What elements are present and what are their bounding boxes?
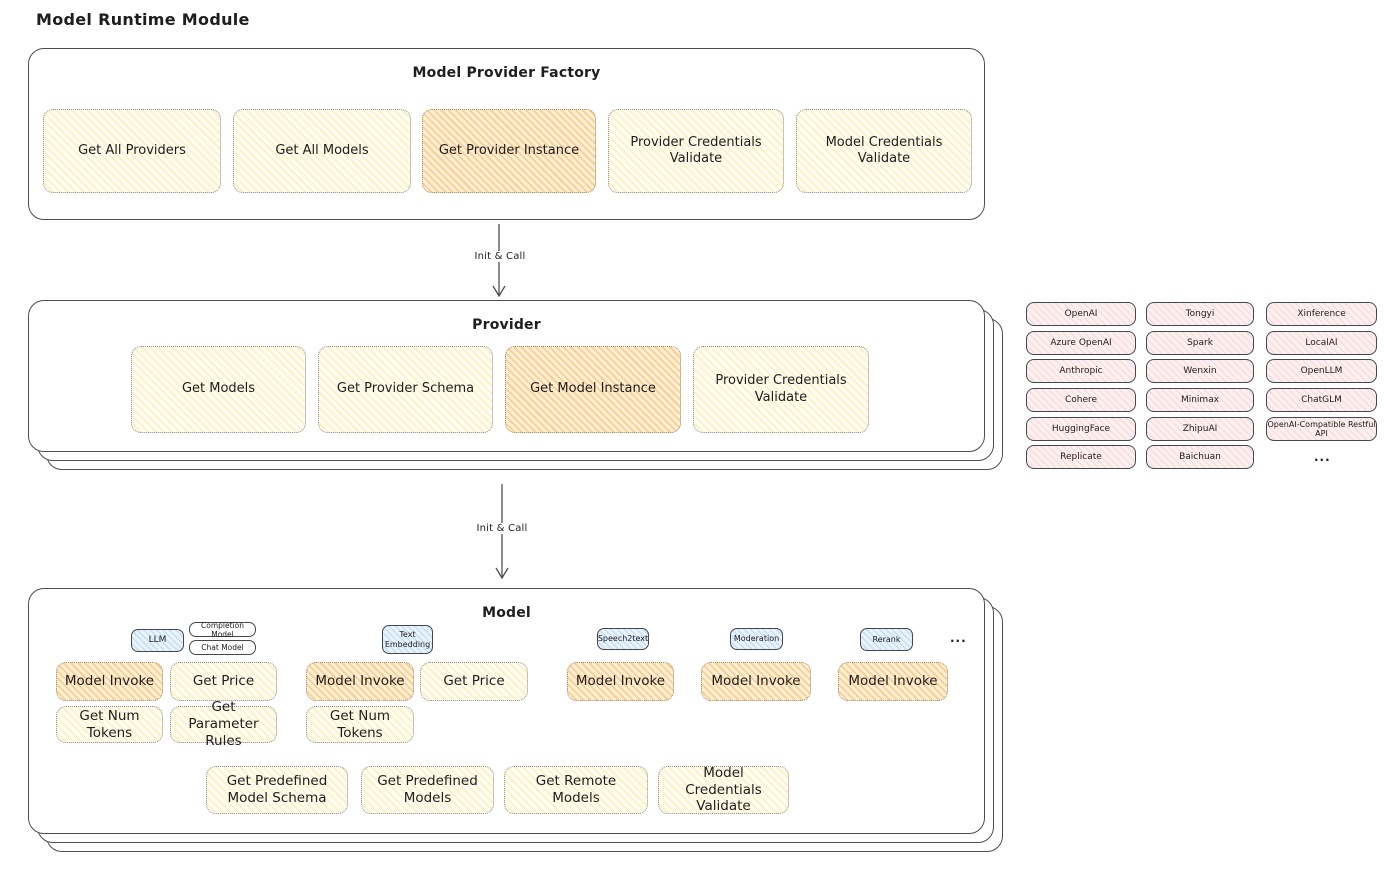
provider-pill-replicate: Replicate: [1026, 445, 1136, 469]
providers-grid: OpenAI Tongyi Xinference Azure OpenAI Sp…: [1026, 302, 1378, 472]
provider-title: Provider: [472, 317, 541, 333]
speech2text-model-invoke: Model Invoke: [567, 662, 674, 701]
provider-pill-baichuan: Baichuan: [1146, 445, 1254, 469]
arrow-label-init-call-1: Init & Call: [470, 251, 530, 262]
provider-pill-wenxin: Wenxin: [1146, 359, 1254, 383]
provider-pill-openllm: OpenLLM: [1266, 359, 1377, 383]
llm-get-num-tokens: Get Num Tokens: [56, 706, 163, 743]
arrow-label-init-call-2: Init & Call: [472, 523, 532, 534]
providers-more-ellipsis: ...: [1314, 450, 1331, 464]
factory-box-get-provider-instance: Get Provider Instance: [422, 109, 596, 193]
provider-pill-openai: OpenAI: [1026, 302, 1136, 326]
model-box-get-predefined-models: Get Predefined Models: [361, 766, 494, 814]
model-box-get-predefined-model-schema: Get Predefined Model Schema: [206, 766, 348, 814]
model-title: Model: [482, 605, 531, 621]
page-title: Model Runtime Module: [36, 10, 250, 29]
provider-pill-zhipuai: ZhipuAI: [1146, 417, 1254, 441]
factory-box-model-credentials-validate: Model Credentials Validate: [796, 109, 972, 193]
provider-box-get-model-instance: Get Model Instance: [505, 346, 681, 433]
factory-box-get-all-models: Get All Models: [233, 109, 411, 193]
llm-get-price: Get Price: [170, 662, 277, 701]
llm-get-parameter-rules: Get Parameter Rules: [170, 699, 277, 749]
provider-pill-openai-compatible: OpenAI-Compatible Restful API: [1266, 417, 1377, 441]
text-embedding-get-num-tokens: Get Num Tokens: [306, 706, 414, 743]
provider-pill-tongyi: Tongyi: [1146, 302, 1254, 326]
model-types-more-ellipsis: ...: [950, 631, 967, 645]
provider-pill-anthropic: Anthropic: [1026, 359, 1136, 383]
provider-pill-minimax: Minimax: [1146, 388, 1254, 412]
tag-text-embedding: Text Embedding: [382, 625, 433, 654]
provider-pill-spark: Spark: [1146, 331, 1254, 355]
provider-pill-cohere: Cohere: [1026, 388, 1136, 412]
factory-title: Model Provider Factory: [412, 65, 601, 81]
model-box-model-credentials-validate: Model Credentials Validate: [658, 765, 789, 814]
tag-rerank: Rerank: [860, 628, 913, 651]
tag-completion-model: Completion Model: [189, 621, 256, 639]
text-embedding-model-invoke: Model Invoke: [306, 662, 414, 701]
provider-pill-localai: LocalAI: [1266, 331, 1377, 355]
tag-chat-model: Chat Model: [189, 640, 256, 655]
model-panel: Model LLM Completion Model Chat Model Te…: [28, 588, 985, 834]
tag-speech2text: Speech2text: [597, 628, 649, 650]
provider-box-get-models: Get Models: [131, 346, 306, 433]
llm-model-invoke: Model Invoke: [56, 662, 163, 701]
factory-box-provider-credentials-validate: Provider Credentials Validate: [608, 109, 784, 193]
provider-box-provider-credentials-validate: Provider Credentials Validate: [693, 346, 869, 433]
provider-pill-huggingface: HuggingFace: [1026, 417, 1136, 441]
factory-box-get-all-providers: Get All Providers: [43, 109, 221, 193]
rerank-model-invoke: Model Invoke: [838, 662, 948, 701]
provider-box-get-provider-schema: Get Provider Schema: [318, 346, 493, 433]
model-box-get-remote-models: Get Remote Models: [504, 766, 648, 814]
provider-pill-azure-openai: Azure OpenAI: [1026, 331, 1136, 355]
tag-llm: LLM: [131, 629, 184, 652]
provider-pill-chatglm: ChatGLM: [1266, 388, 1377, 412]
text-embedding-get-price: Get Price: [420, 662, 528, 701]
moderation-model-invoke: Model Invoke: [701, 662, 811, 701]
factory-panel: Model Provider Factory Get All Providers…: [28, 48, 985, 220]
provider-panel: Provider Get Models Get Provider Schema …: [28, 300, 985, 452]
tag-moderation: Moderation: [730, 628, 783, 650]
provider-pill-xinference: Xinference: [1266, 302, 1377, 326]
